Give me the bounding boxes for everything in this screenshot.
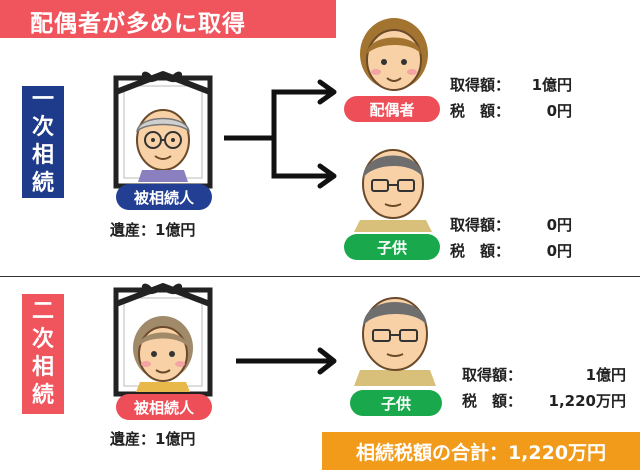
label-char: 次 bbox=[31, 327, 54, 352]
label-char: 次 bbox=[31, 115, 54, 140]
label-char: 相 bbox=[31, 355, 54, 380]
section-divider bbox=[0, 276, 640, 277]
spouse-avatar-icon bbox=[360, 18, 428, 91]
tax-label: 税 額： bbox=[450, 102, 511, 120]
tax-value: 0円 bbox=[546, 102, 572, 120]
tax-value: 0円 bbox=[546, 242, 572, 260]
label-char: 一 bbox=[31, 87, 54, 112]
memorial-portrait-icon bbox=[113, 71, 213, 189]
child-badge: 子供 bbox=[350, 390, 442, 416]
total-tax-banner: 相続税額の合計：1,220万円 bbox=[322, 432, 640, 470]
tax-label: 税 額： bbox=[462, 392, 523, 410]
acquired-value: 1億円 bbox=[585, 366, 626, 384]
tax-label: 税 額： bbox=[450, 242, 511, 260]
deceased-badge: 被相続人 bbox=[116, 394, 212, 420]
first-inheritance-label: 一 次 相 続 bbox=[22, 86, 64, 198]
acquired-value: 1億円 bbox=[531, 76, 572, 94]
label-char: 相 bbox=[31, 143, 54, 168]
memorial-portrait-icon bbox=[113, 283, 213, 397]
acquired-value: 0円 bbox=[546, 216, 572, 234]
second-inheritance-label: 二 次 相 続 bbox=[22, 294, 64, 414]
child-badge: 子供 bbox=[344, 234, 440, 260]
label-char: 続 bbox=[31, 383, 54, 408]
title-banner bbox=[0, 0, 336, 38]
child-stats: 取得額： 0円 税 額： 0円 bbox=[450, 212, 572, 264]
acquired-label: 取得額： bbox=[450, 76, 511, 94]
acquired-label: 取得額： bbox=[462, 366, 523, 384]
tax-value: 1,220万円 bbox=[548, 392, 626, 410]
child-avatar-icon bbox=[354, 297, 436, 386]
label-char: 続 bbox=[31, 171, 54, 196]
branch-arrow-icon bbox=[224, 79, 337, 189]
page-title: 配偶者が多めに取得 bbox=[30, 11, 246, 37]
acquired-label: 取得額： bbox=[450, 216, 511, 234]
child-avatar-icon bbox=[354, 149, 432, 232]
spouse-badge: 配偶者 bbox=[344, 96, 440, 122]
estate-text: 遺産：1億円 bbox=[110, 430, 196, 448]
spouse-stats: 取得額： 1億円 税 額： 0円 bbox=[450, 72, 572, 124]
arrow-right-icon bbox=[236, 347, 337, 375]
deceased-badge: 被相続人 bbox=[116, 184, 212, 210]
estate-text: 遺産：1億円 bbox=[110, 221, 196, 239]
label-char: 二 bbox=[31, 299, 54, 324]
child-stats: 取得額： 1億円 税 額： 1,220万円 bbox=[462, 362, 626, 414]
